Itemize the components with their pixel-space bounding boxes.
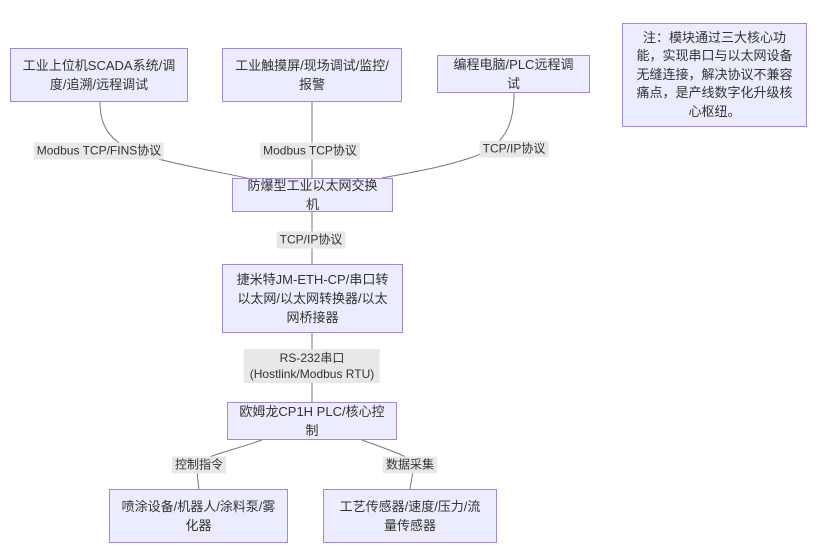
edge-label-rs232-line1: RS-232串口 [279, 351, 345, 365]
node-sensors: 工艺传感器/速度/压力/流量传感器 [323, 489, 497, 543]
node-converter-label: 捷米特JM-ETH-CP/串口转以太网/以太网转换器/以太网桥接器 [236, 272, 389, 325]
node-plc: 欧姆龙CP1H PLC/核心控制 [227, 402, 397, 440]
node-sensors-label: 工艺传感器/速度/压力/流量传感器 [339, 499, 481, 533]
node-switch: 防爆型工业以太网交换机 [232, 178, 393, 212]
edge-label-data: 数据采集 [382, 456, 438, 474]
node-spray-label: 喷涂设备/机器人/涂料泵/雾化器 [121, 499, 276, 533]
node-hmi-label: 工业触摸屏/现场调试/监控/报警 [235, 58, 389, 92]
node-pc: 编程电脑/PLC远程调试 [437, 55, 590, 93]
edge-label-modbus-fins: Modbus TCP/FINS协议 [33, 142, 165, 160]
edge-label-rs232: RS-232串口 (Hostlink/Modbus RTU) [243, 349, 381, 383]
edge-label-modbus-tcp: Modbus TCP协议 [260, 142, 360, 160]
note-box: 注：模块通过三大核心功能，实现串口与以太网设备无缝连接，解决协议不兼容痛点，是产… [622, 23, 807, 127]
node-scada-label: 工业上位机SCADA系统/调度/追溯/远程调试 [22, 58, 176, 92]
node-scada: 工业上位机SCADA系统/调度/追溯/远程调试 [10, 48, 188, 102]
node-converter: 捷米特JM-ETH-CP/串口转以太网/以太网转换器/以太网桥接器 [222, 264, 403, 333]
node-hmi: 工业触摸屏/现场调试/监控/报警 [222, 48, 402, 102]
node-plc-label: 欧姆龙CP1H PLC/核心控制 [239, 404, 385, 438]
node-pc-label: 编程电脑/PLC远程调试 [453, 57, 574, 91]
edge-pc-switch [381, 92, 515, 179]
edge-label-tcpip-pc: TCP/IP协议 [479, 140, 549, 158]
node-spray: 喷涂设备/机器人/涂料泵/雾化器 [109, 489, 288, 543]
edge-label-rs232-line2: (Hostlink/Modbus RTU) [249, 367, 375, 381]
note-text: 注：模块通过三大核心功能，实现串口与以太网设备无缝连接，解决协议不兼容痛点，是产… [636, 29, 793, 119]
edge-label-tcpip-mid: TCP/IP协议 [276, 231, 346, 249]
edge-scada-switch [99, 101, 252, 180]
edge-label-control: 控制指令 [171, 456, 227, 474]
node-switch-label: 防爆型工业以太网交换机 [247, 178, 378, 212]
